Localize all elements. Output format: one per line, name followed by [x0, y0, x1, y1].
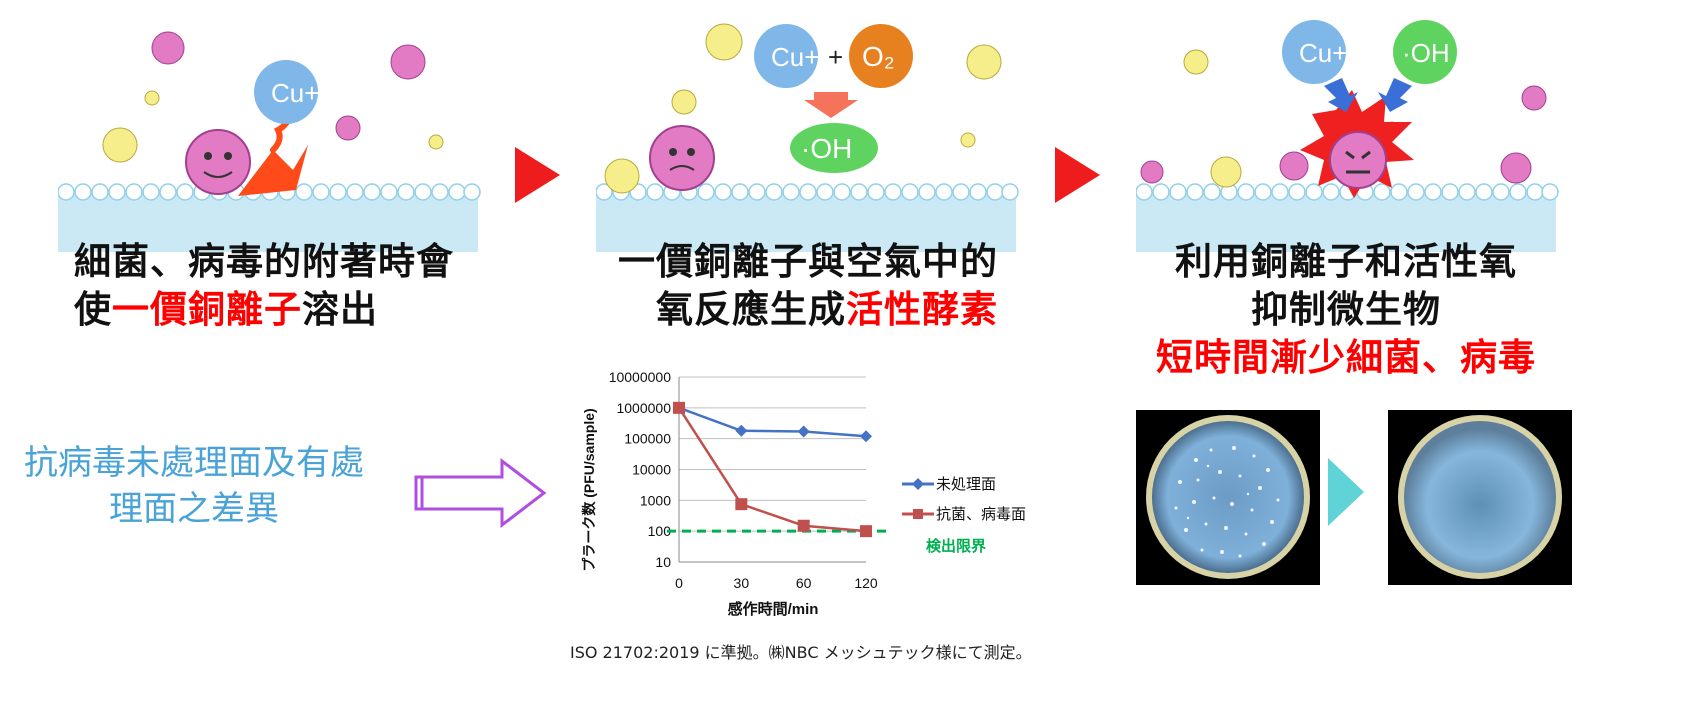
blue-arrow-icon — [1324, 78, 1358, 112]
panel-2-illustration: Cu+ + O₂ ·OH — [596, 0, 1051, 252]
copper-ion-icon: Cu+ — [254, 60, 319, 124]
germ-icon — [649, 125, 715, 191]
result-arrow-icon — [1328, 458, 1364, 526]
svg-text:O₂: O₂ — [862, 41, 895, 72]
data-point — [735, 498, 748, 511]
series-line-1 — [678, 406, 867, 438]
y-tick-label: 1000000 — [616, 400, 671, 416]
down-arrow-icon — [804, 92, 858, 118]
outline-arrow-icon — [414, 458, 547, 528]
data-point — [860, 525, 872, 538]
chart-y-ticks: 10000000 1000000 100000 10000 1000 100 10 — [609, 369, 672, 570]
svg-text:·OH: ·OH — [1402, 38, 1450, 68]
legend-treated: 抗菌、病毒面 — [902, 506, 1026, 523]
germ-icon — [102, 90, 444, 163]
data-point — [797, 519, 810, 532]
ion-label: Cu+ — [271, 78, 319, 108]
series-line-2 — [677, 407, 867, 533]
y-tick-label: 100000 — [624, 431, 671, 447]
y-tick-label: 100 — [648, 523, 672, 539]
svg-text:Cu+: Cu+ — [1299, 38, 1347, 68]
oxygen-icon: O₂ — [849, 24, 913, 88]
plus-sign: + — [828, 42, 843, 72]
hydroxyl-radical-icon: ·OH — [1393, 20, 1457, 84]
copper-ion-icon: Cu+ — [754, 24, 819, 88]
svg-text:Cu+: Cu+ — [771, 42, 819, 72]
data-point — [673, 401, 685, 414]
y-tick-label: 10000000 — [609, 369, 672, 385]
svg-text:·OH: ·OH — [801, 133, 852, 164]
data-point — [860, 430, 872, 443]
x-tick-label: 0 — [675, 575, 683, 591]
panel-2-caption: 一價銅離子與空氣中的 氧反應生成活性酵素 — [618, 240, 998, 331]
footnote: ISO 21702:2019 に準拠。㈱NBC メッシュテック様にて測定。 — [570, 643, 1032, 662]
hydroxyl-radical-icon: ·OH — [790, 123, 878, 173]
untreated-dish-photo — [1136, 410, 1320, 585]
x-tick-label: 120 — [854, 575, 878, 591]
panel-3-caption: 利用銅離子和活性氧 抑制微生物 短時間漸少細菌、病毒 — [1156, 240, 1536, 379]
y-tick-label: 10000 — [632, 462, 671, 478]
y-tick-label: 10 — [655, 554, 671, 570]
chart-x-ticks: 0 30 60 120 — [675, 575, 878, 591]
chart-x-axis-label: 感作時間/min — [728, 600, 819, 618]
plaque-count-chart: 10000000 1000000 100000 10000 1000 100 10 0 30 6… — [581, 369, 1026, 618]
panel-1-illustration: Cu+ — [58, 0, 513, 252]
detection-limit-label: 検出限界 — [926, 537, 986, 555]
chart-y-axis-label: プラーク数 (PFU/sample) — [581, 408, 597, 571]
data-point — [797, 425, 810, 438]
chart-series — [673, 401, 872, 538]
germ-icon — [1140, 85, 1547, 184]
treated-dish-photo — [1388, 410, 1572, 585]
chart-grid — [678, 376, 866, 563]
panel-3-illustration: Cu+ ·OH — [1136, 0, 1591, 252]
comparison-label: 抗病毒未處理面及有處 理面之差異 — [24, 443, 364, 529]
germ-attacking-icon — [185, 107, 308, 196]
step-arrow-icon — [515, 147, 560, 203]
x-tick-label: 60 — [796, 575, 812, 591]
copper-ion-icon: Cu+ — [1282, 20, 1347, 84]
x-tick-label: 30 — [734, 575, 750, 591]
step-arrow-icon — [1055, 147, 1100, 203]
membrane-bubbles — [1136, 183, 1559, 201]
panel-1-caption: 細菌、病毒的附著時會 使一價銅離子溶出 — [74, 240, 454, 331]
germ-icon — [604, 23, 1002, 194]
y-tick-label: 1000 — [640, 492, 671, 508]
germ-destroyed-icon — [1300, 90, 1414, 198]
legend-label: 抗菌、病毒面 — [936, 506, 1026, 523]
legend-untreated: 未処理面 — [902, 476, 996, 493]
blue-arrow-icon — [1378, 78, 1412, 112]
data-point — [735, 424, 748, 437]
legend-label: 未処理面 — [936, 476, 996, 493]
membrane-bubbles — [596, 183, 1019, 201]
germ-icon — [151, 31, 426, 141]
